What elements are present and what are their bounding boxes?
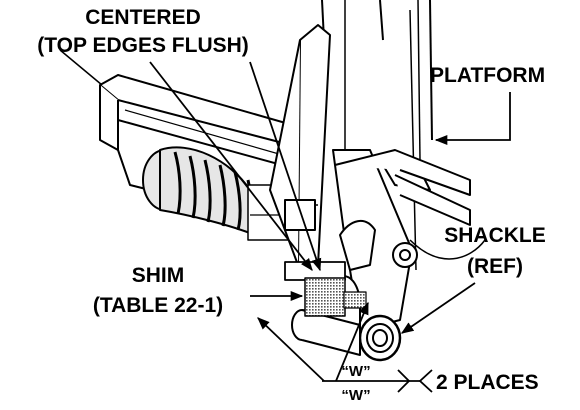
shim-left: [304, 277, 346, 317]
mechanism-drawing: [59, 0, 486, 362]
shim-right: [343, 291, 367, 309]
weld-leader-1: [257, 317, 325, 382]
label-weld-w-top: “W”: [341, 363, 370, 380]
label-weld-w-bottom: “W”: [341, 387, 370, 404]
weld-leader-2: [335, 301, 369, 382]
label-platform: PLATFORM: [430, 64, 545, 87]
weld-tail: [418, 369, 433, 393]
label-centered-line2: (TOP EDGES FLUSH): [37, 34, 249, 57]
sprocket-edge: [409, 239, 486, 260]
platform-frame: [321, 0, 433, 271]
shackle-leader: [400, 282, 476, 334]
label-shim-line2: (TABLE 22-1): [93, 294, 223, 317]
lower-roller: [291, 309, 402, 362]
centered-leader-1: [149, 61, 313, 271]
platform-leader: [434, 92, 511, 146]
leader-lines: [149, 61, 511, 393]
platform-crossbar: [334, 149, 471, 196]
labels: CENTERED (TOP EDGES FLUSH) PLATFORM SHAC…: [37, 6, 546, 404]
label-shackle-line1: SHACKLE: [444, 224, 546, 247]
label-centered-line1: CENTERED: [85, 6, 201, 29]
label-shim-line1: SHIM: [132, 264, 185, 287]
label-weld-places: 2 PLACES: [436, 371, 539, 394]
left-arm: [269, 24, 331, 266]
weld-symbol-triangle: [397, 369, 411, 393]
label-shackle-line2: (REF): [467, 255, 523, 278]
centered-leader-2: [249, 61, 322, 272]
